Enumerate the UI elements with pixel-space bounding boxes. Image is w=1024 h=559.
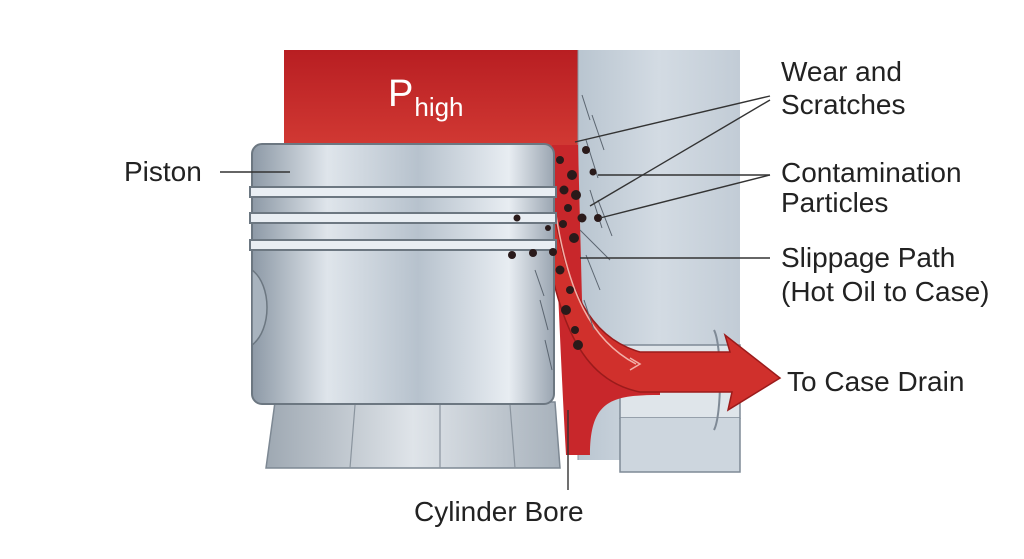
piston-skirt bbox=[265, 401, 561, 469]
drain-label: To Case Drain bbox=[787, 366, 965, 397]
wear-label-line1: Wear and bbox=[781, 56, 902, 87]
wear-scratches bbox=[534, 94, 613, 371]
slippage-label-line1: Slippage Path bbox=[781, 242, 956, 273]
ring-groove-2 bbox=[249, 212, 557, 224]
contamination-label-line1: Contamination bbox=[781, 157, 962, 188]
wear-label-line2: Scratches bbox=[781, 89, 906, 120]
piston-body bbox=[251, 143, 555, 405]
pressure-subscript: high bbox=[414, 92, 464, 122]
pressure-symbol: P bbox=[388, 73, 414, 115]
slippage-label-line2: (Hot Oil to Case) bbox=[781, 276, 990, 307]
contamination-label-line2: Particles bbox=[781, 187, 889, 218]
wrist-pin-boss bbox=[251, 268, 268, 347]
high-pressure-chamber bbox=[284, 50, 578, 150]
ring-groove-1 bbox=[249, 186, 557, 198]
piston-label: Piston bbox=[124, 156, 202, 187]
ring-groove-3 bbox=[249, 239, 557, 251]
pressure-label: Phigh bbox=[388, 73, 464, 122]
contamination-particles bbox=[508, 146, 602, 350]
cylinder-bore-label: Cylinder Bore bbox=[414, 496, 584, 527]
leader-lines bbox=[220, 95, 771, 490]
